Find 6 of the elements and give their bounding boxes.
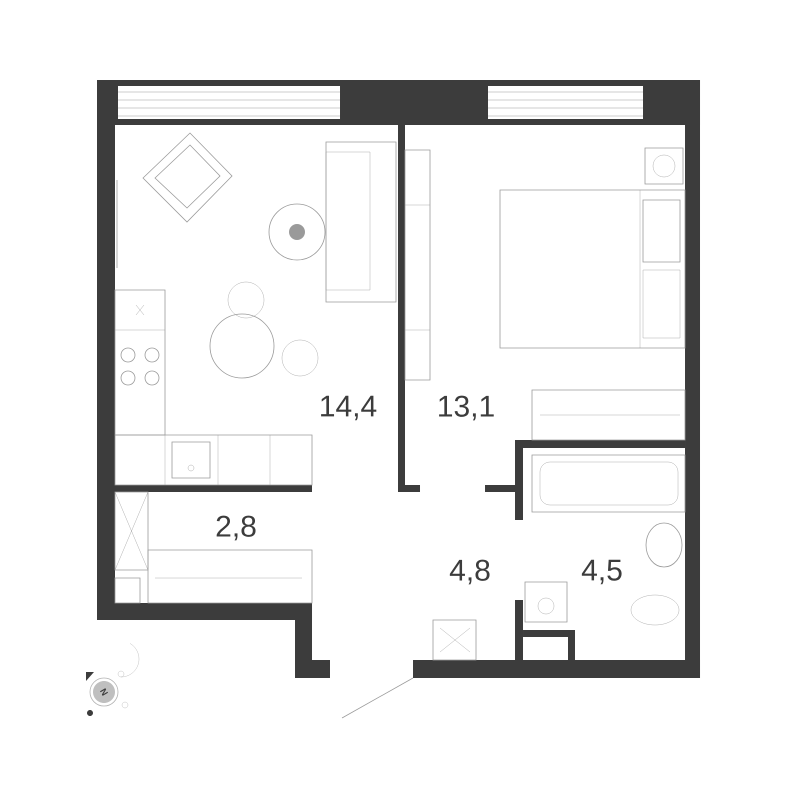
area-label: 14,4 bbox=[321, 396, 376, 420]
area-label: 13,1 bbox=[439, 396, 494, 420]
area-label: 4,8 bbox=[450, 560, 490, 584]
area-label: 2,8 bbox=[216, 516, 256, 540]
compass-drawing: N bbox=[86, 643, 140, 716]
area-label: 4,5 bbox=[582, 560, 622, 584]
